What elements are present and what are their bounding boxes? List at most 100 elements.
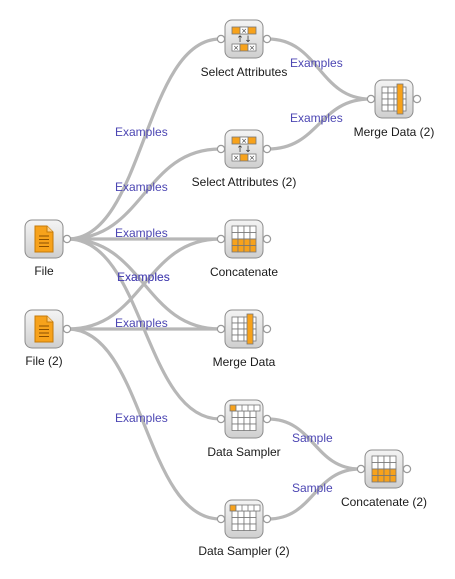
link-label-samp2-to-concat2: Sample (292, 481, 333, 495)
node-samp2[interactable]: Data Sampler (2) (198, 499, 290, 558)
link-label-file-to-sel1: Examples (115, 125, 168, 139)
input-port[interactable] (216, 324, 226, 334)
file-icon (34, 225, 54, 253)
table-cell (389, 462, 397, 470)
table-cell (249, 423, 257, 431)
table-cell (243, 225, 251, 233)
concatenate-icon (371, 455, 397, 483)
data-sampler-icon (229, 404, 261, 431)
node-file[interactable]: File (24, 219, 72, 278)
table-cell (389, 468, 397, 476)
node-sel1[interactable]: ×↑↓××Select Attributes (201, 19, 288, 79)
table-cell (243, 423, 251, 431)
output-port[interactable] (262, 514, 272, 524)
node-merge2[interactable]: Merge Data (2) (354, 79, 435, 139)
table-cell (371, 455, 379, 463)
merge-column (396, 83, 404, 115)
link-label-file2-to-concat: Examples (117, 270, 170, 284)
node-merge[interactable]: Merge Data (213, 309, 276, 369)
table-cell (371, 475, 379, 483)
link-file-to-sel2[interactable] (66, 147, 222, 241)
link-label-samp1-to-concat2: Sample (292, 431, 333, 445)
table-cell (249, 517, 257, 525)
arrow-up-icon: ↑ (236, 145, 244, 155)
select-top-cell (239, 26, 249, 35)
link-samp1-to-concat2[interactable] (266, 417, 362, 471)
link-label-file2-to-samp2: Examples (115, 411, 168, 425)
table-cell (237, 410, 245, 418)
table-cell (249, 410, 257, 418)
link-file2-to-concat[interactable] (66, 237, 222, 331)
select-x-mark: × (233, 154, 239, 162)
select-bottom-cell (247, 43, 257, 52)
table-cell (237, 517, 245, 525)
table-cell (243, 232, 251, 240)
table-cell (231, 410, 239, 418)
node-label-samp2: Data Sampler (2) (198, 544, 289, 558)
input-port[interactable] (216, 234, 226, 244)
table-cell (231, 517, 239, 525)
table-cell (249, 417, 257, 425)
table-cell (231, 245, 239, 253)
input-port[interactable] (216, 144, 226, 154)
input-port[interactable] (216, 414, 226, 424)
node-label-sel2: Select Attributes (2) (192, 175, 297, 189)
table-cell (237, 322, 245, 330)
input-port[interactable] (216, 34, 226, 44)
table-cell (237, 510, 245, 518)
link-label-file2-to-merge: Examples (115, 316, 168, 330)
output-port[interactable] (262, 144, 272, 154)
select-x-mark: × (241, 137, 247, 145)
link-sel1-to-merge2[interactable] (266, 37, 372, 101)
link-samp2-to-concat2[interactable] (266, 467, 362, 521)
table-cell (237, 232, 245, 240)
output-port[interactable] (402, 464, 412, 474)
table-cell (383, 468, 391, 476)
output-port[interactable] (62, 234, 72, 244)
table-cell (371, 462, 379, 470)
output-port[interactable] (412, 94, 422, 104)
node-samp1[interactable]: Data Sampler (207, 399, 281, 459)
table-cell (231, 334, 239, 342)
table-cell (387, 98, 395, 106)
link-sel2-to-merge2[interactable] (266, 97, 372, 151)
sampler-highlight (229, 504, 237, 512)
table-cell (231, 417, 239, 425)
output-port[interactable] (262, 34, 272, 44)
node-concat[interactable]: Concatenate (210, 219, 278, 279)
output-port[interactable] (62, 324, 72, 334)
table-cell (243, 245, 251, 253)
table-cell (387, 92, 395, 100)
input-port[interactable] (356, 464, 366, 474)
table-cell (237, 423, 245, 431)
output-port[interactable] (262, 414, 272, 424)
table-cell (231, 316, 239, 324)
node-label-merge2: Merge Data (2) (354, 125, 435, 139)
select-x-mark: × (249, 44, 255, 52)
link-label-sel1-to-merge2: Examples (290, 56, 343, 70)
table-cell (381, 92, 389, 100)
select-x-mark: × (241, 27, 247, 35)
table-cell (371, 468, 379, 476)
input-port[interactable] (366, 94, 376, 104)
node-file2[interactable]: File (2) (24, 309, 72, 368)
table-cell (231, 523, 239, 531)
table-cell (377, 462, 385, 470)
node-sel2[interactable]: ×↑↓××Select Attributes (2) (192, 129, 297, 189)
table-cell (243, 510, 251, 518)
table-cell (237, 225, 245, 233)
merge-column (246, 313, 254, 345)
link-file2-to-samp2[interactable] (66, 327, 222, 521)
concatenate-icon (231, 225, 257, 253)
node-concat2[interactable]: Concatenate (2) (341, 449, 427, 509)
select-bottom-cell (247, 153, 257, 162)
input-port[interactable] (216, 514, 226, 524)
link-file-to-sel1[interactable] (66, 37, 222, 241)
table-cell (243, 417, 251, 425)
output-port[interactable] (262, 234, 272, 244)
file-corner-fold (46, 316, 53, 323)
table-cell (381, 98, 389, 106)
table-cell (381, 104, 389, 112)
output-port[interactable] (262, 324, 272, 334)
